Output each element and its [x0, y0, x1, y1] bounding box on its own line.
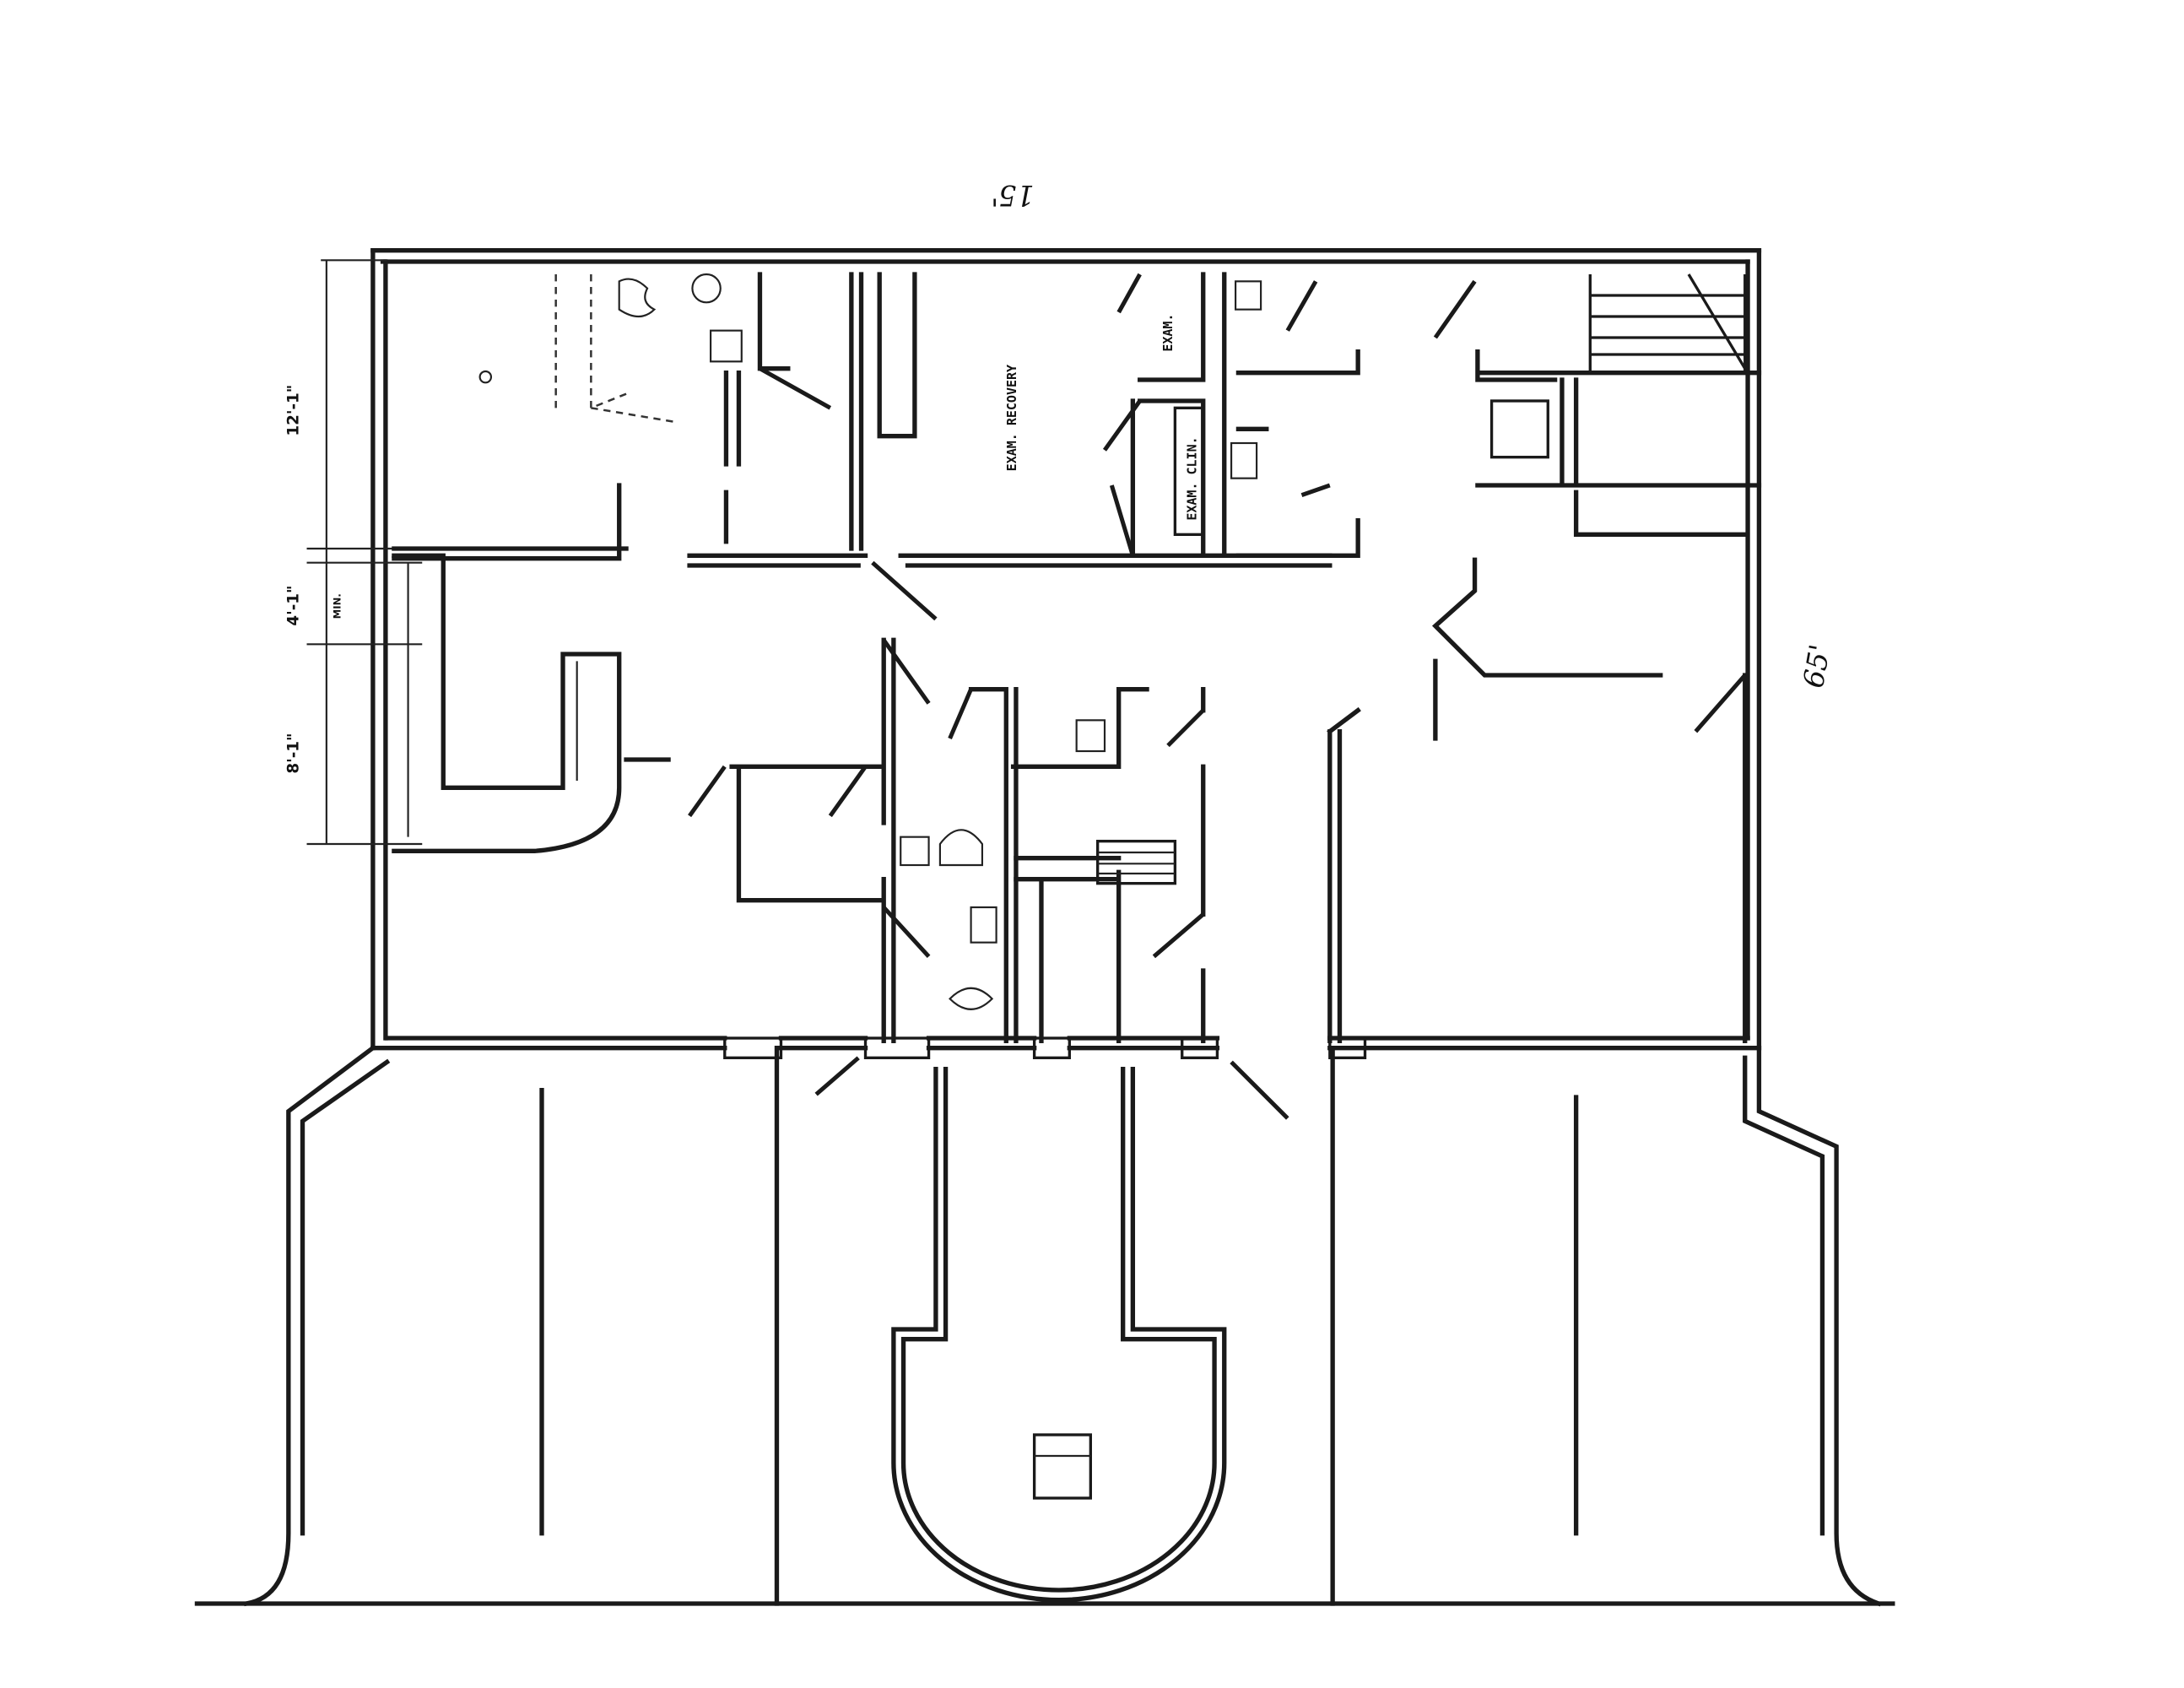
lower-structure — [194, 1044, 1895, 1607]
depth-dimension: 65' — [1797, 642, 1836, 691]
interior-walls — [392, 272, 1762, 741]
room-label-exam-clin: EXAM. CLIN. — [1184, 436, 1199, 520]
room-label-exam-recovery: EXAM. RECOVERY — [1004, 365, 1019, 471]
dimension-lines — [306, 259, 423, 846]
dimension-label: 12'-1" — [285, 385, 303, 436]
dimension-note: MIN. — [332, 593, 343, 619]
room-label-exam: EXAM. — [1160, 314, 1176, 352]
width-dimension: 15' — [991, 179, 1035, 212]
dimension-label: 4'-1" — [285, 585, 303, 625]
door-swings — [688, 273, 1747, 1120]
exterior-walls — [370, 248, 1762, 1059]
interior-walls-core — [729, 637, 1748, 1043]
dimension-label: 8'-1" — [285, 733, 303, 773]
reception-counter — [392, 553, 671, 854]
